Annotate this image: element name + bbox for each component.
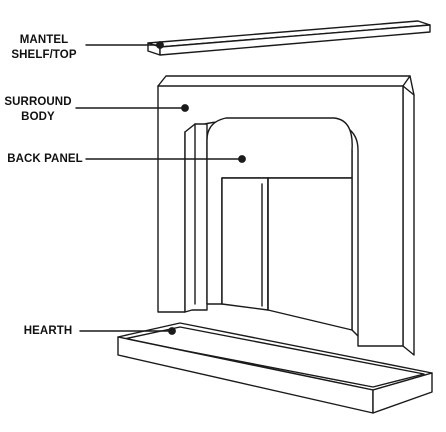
hearth-label-line1: HEARTH — [23, 325, 73, 337]
leader-lines — [75, 41, 246, 335]
mantel-shelf — [147, 20, 431, 56]
surround-label: SURROUND BODY — [0, 95, 76, 125]
mantel-label: MANTEL SHELF/TOP — [4, 33, 84, 63]
back-panel-label-line1: BACK PANEL — [7, 153, 83, 165]
surround-label-line1: SURROUND — [4, 96, 72, 108]
back-panel — [206, 117, 353, 331]
back-panel-leader-dot — [238, 155, 246, 163]
mantel-leader-dot — [156, 41, 164, 49]
surround-label-line2: BODY — [21, 111, 55, 123]
hearth-slab — [117, 322, 433, 414]
surround-leader-dot — [181, 104, 189, 112]
mantel-label-line2: SHELF/TOP — [11, 49, 77, 61]
mantel-label-line1: MANTEL — [19, 34, 69, 46]
hearth-leader-dot — [168, 327, 176, 335]
hearth-label: HEARTH — [18, 324, 78, 339]
back-panel-label: BACK PANEL — [4, 152, 86, 167]
